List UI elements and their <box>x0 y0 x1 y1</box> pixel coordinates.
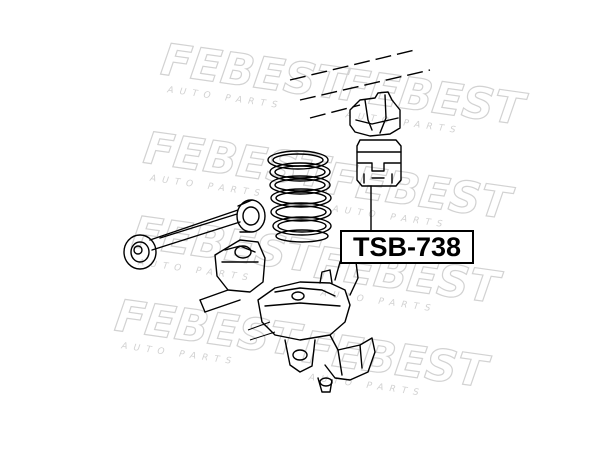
lateral-link <box>123 199 266 270</box>
bump-stop <box>356 139 402 187</box>
bump-stop-bracket <box>349 91 401 137</box>
watermark-group: FEBEST AUTO PARTS FEBEST AUTO PARTS FEBE… <box>111 34 530 399</box>
part-number-label: TSB-738 <box>340 230 474 264</box>
coil-spring <box>267 150 332 243</box>
frame-rail <box>289 49 431 119</box>
